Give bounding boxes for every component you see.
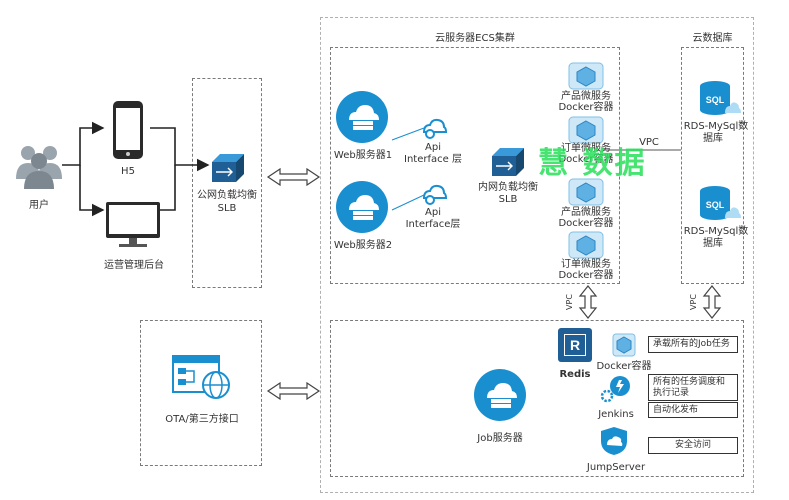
container-3-label-2: Docker容器 [558,218,614,229]
sql-database-icon: SQL [700,186,741,220]
cloud-server-icon [336,91,388,143]
vpc-label-left: VPC [565,294,574,310]
sql-icon-text: SQL [706,95,725,105]
load-balancer-icon [492,148,524,176]
rds-2-label-2: 据库 [703,238,723,249]
inner-slb-label-2: SLB [498,194,518,205]
description-job-tasks: 承载所有的Job任务 [648,336,738,353]
web-server-1-label: Web服务器1 [333,150,393,161]
public-slb-container [192,78,262,288]
description-scheduling: 所有的任务调度和执行记录 [648,374,738,401]
web-server-2-label: Web服务器2 [333,240,393,251]
jenkins-label: Jenkins [598,409,634,420]
api-1-label-2: Interface 层 [404,154,462,165]
ota-container [140,320,262,466]
api-2-label-1: Api [425,207,441,218]
admin-label: 运营管理后台 [104,260,164,271]
redis-icon: R [558,328,592,362]
container-4-label-1: 订单微服务 [561,259,611,270]
rds-2-label-1: RDS-MySql数 [683,226,749,237]
docker-container-icon [568,231,604,259]
inner-slb-label-1: 内网负载均衡 [478,182,538,193]
docker-container-icon [612,333,636,357]
container-3-label-1: 产品微服务 [561,207,611,218]
mobile-phone-icon [113,101,143,159]
container-4-label-2: Docker容器 [558,270,614,281]
cloud-db-container [681,47,744,284]
container-2-label-1: 订单微服务 [561,143,611,154]
job-container [330,320,744,477]
jumpserver-label: JumpServer [586,462,646,473]
vpc-label-top: VPC [639,137,659,148]
user-label: 用户 [29,200,49,211]
job-server-label: Job服务器 [477,433,523,444]
container-1-label-1: 产品微服务 [561,91,611,102]
network-interface-icon [172,355,230,399]
sql-database-icon: SQL [700,81,741,115]
jumpserver-shield-icon [601,427,627,455]
user-group-icon [16,146,62,189]
docker-container-icon [568,178,604,206]
redis-icon-letter: R [564,334,586,356]
api-2-label-2: Interface层 [405,219,461,230]
description-secure-access: 安全访问 [648,437,738,454]
ecs-cluster-title: 云服务器ECS集群 [435,33,515,44]
load-balancer-icon [212,154,244,182]
public-slb-label-1: 公网负载均衡 [197,190,257,201]
cloud-db-title: 云数据库 [692,33,733,44]
public-slb-label-2: SLB [217,203,237,214]
api-1-label-1: Api [425,142,441,153]
outer-frame [320,17,754,493]
ota-label: OTA/第三方接口 [165,414,239,425]
rds-1-label-1: RDS-MySql数 [683,121,749,132]
api-gateway-icon [422,184,448,205]
docker-container-icon [568,116,604,144]
container-1-label-2: Docker容器 [558,102,614,113]
vpc-label-right: VPC [689,294,698,310]
api-gateway-icon [422,118,448,139]
desktop-monitor-icon [106,202,160,247]
watermark: 慧 数据 [538,146,647,181]
sql-icon-text: SQL [706,200,725,210]
redis-label: Redis [559,369,591,380]
cloud-server-icon [336,181,388,233]
description-auto-deploy: 自动化发布 [648,402,738,418]
jenkins-gear-icon [600,376,630,403]
docker-label: Docker容器 [596,361,652,372]
rds-1-label-2: 据库 [703,133,723,144]
cloud-server-icon [474,369,526,421]
h5-label: H5 [121,166,135,177]
container-2-label-2: Docker容器 [558,154,614,165]
ecs-cluster-container [330,47,620,284]
docker-container-icon [568,62,604,90]
